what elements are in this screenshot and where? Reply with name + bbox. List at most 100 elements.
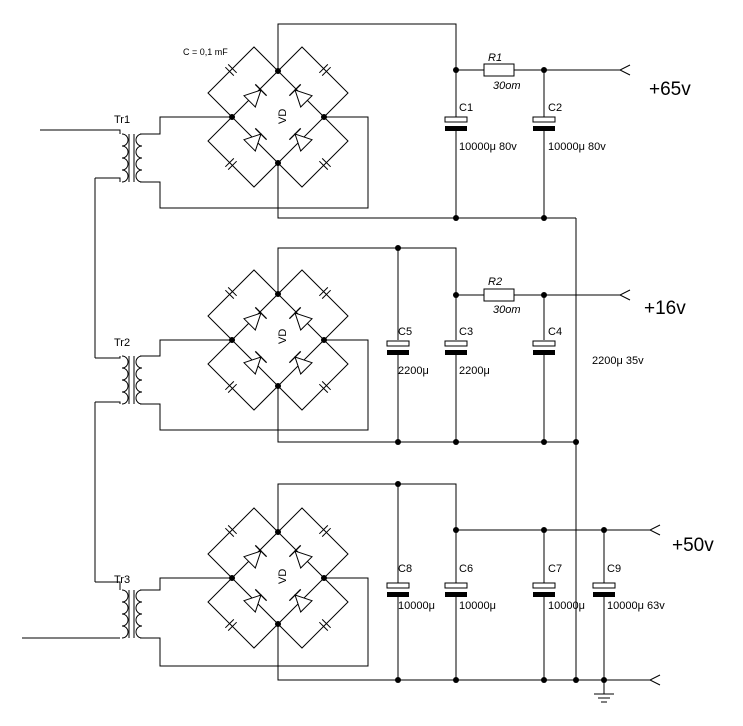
diode-bar (288, 588, 302, 602)
ground-rail (277, 624, 650, 681)
junction-dot (541, 677, 547, 683)
c8-value: 10000μ (398, 600, 435, 612)
c7-ref: C7 (548, 563, 562, 575)
resistor-body (483, 288, 515, 302)
diode (288, 306, 313, 331)
diode-body (243, 356, 262, 375)
secondary-coil-turn (135, 157, 143, 171)
diode-bar (254, 306, 268, 320)
bypass-capacitor (318, 286, 332, 300)
primary-coil-turn (121, 133, 129, 147)
output-terminal-arrow (618, 289, 631, 301)
bypass-capacitor (318, 63, 332, 77)
c1-value: 10000μ 80v (459, 141, 517, 153)
junction-dot (229, 337, 235, 343)
junction-dot (321, 337, 327, 343)
output-terminal-arrow (648, 674, 661, 686)
secondary-coil-turn (135, 145, 143, 159)
junction-dot (601, 677, 607, 683)
secondary-coil-turn (135, 169, 143, 183)
c5-value: 2200μ (398, 365, 429, 377)
output-terminal-arrow (618, 64, 631, 76)
junction-dot (573, 439, 579, 445)
diode-body (294, 312, 313, 331)
c4-value: 2200μ 35v (592, 355, 644, 367)
secondary-coil-turn (135, 613, 143, 627)
junction-dot (229, 575, 235, 581)
capacitor-plate-positive (444, 340, 468, 347)
output-terminal-arrow (648, 524, 661, 536)
resistor (483, 288, 515, 302)
transformer (121, 133, 143, 183)
junction-dot (275, 68, 281, 74)
diode (288, 544, 313, 569)
diode-bar (288, 83, 302, 97)
r1-ref: R1 (488, 52, 502, 64)
primary-lead (40, 129, 121, 134)
junction-dot (541, 292, 547, 298)
diode-body (294, 89, 313, 108)
primary-coil-turn (121, 613, 129, 627)
output-50v: +50v (672, 535, 714, 556)
rectifier-bridges (207, 46, 349, 649)
diode (243, 350, 268, 375)
electrolytic-capacitor (532, 582, 556, 597)
capacitor-plate-negative (387, 592, 409, 597)
ground-rail (277, 386, 576, 443)
capacitor-plate-positive (444, 582, 468, 589)
junction-dot (275, 291, 281, 297)
electrolytic-capacitor (592, 582, 616, 597)
c7-value: 10000μ (548, 600, 585, 612)
c6-ref: C6 (459, 563, 473, 575)
secondary-coil-turn (135, 625, 143, 639)
diode-bar (254, 83, 268, 97)
tr2-label: Tr2 (114, 337, 130, 349)
capacitors (386, 116, 616, 597)
secondary-coil-turn (135, 367, 143, 381)
primary-coil-turn (121, 355, 129, 369)
junction-dot (275, 383, 281, 389)
primary-link (95, 356, 121, 359)
diode (288, 350, 313, 375)
transformer (121, 355, 143, 405)
electrolytic-capacitor (444, 340, 468, 355)
junction-dot (453, 439, 459, 445)
output-16v: +16v (644, 298, 686, 319)
positive-rail (277, 247, 457, 295)
diode-bar (254, 350, 268, 364)
resistor-body (483, 63, 515, 77)
diode (288, 588, 313, 613)
diode-bar (254, 588, 268, 602)
diode-bar (288, 306, 302, 320)
junction-dot (541, 215, 547, 221)
capacitor-plate-negative (533, 592, 555, 597)
diode-body (294, 356, 313, 375)
diode (243, 588, 268, 613)
transformer (121, 589, 143, 639)
tr1-label: Tr1 (114, 114, 130, 126)
electrolytic-capacitor (532, 340, 556, 355)
junction-dot (453, 527, 459, 533)
secondary-coil-turn (135, 133, 143, 147)
c9-value: 10000μ 63v (607, 600, 665, 612)
secondary-coil-turn (135, 601, 143, 615)
c1-ref: C1 (459, 102, 473, 114)
diode (243, 544, 268, 569)
secondary-lead (140, 339, 232, 357)
diode-bar (254, 544, 268, 558)
electrolytic-capacitor (444, 116, 468, 131)
primary-coil-turn (121, 601, 129, 615)
bridge3-label: VD (277, 569, 289, 584)
output-65v: +65v (649, 79, 691, 100)
primary-coil-turn (121, 379, 129, 393)
diode-body (243, 89, 262, 108)
junction-dot (229, 114, 235, 120)
resistors (483, 63, 515, 302)
bypass-capacitor (224, 157, 238, 171)
primary-coil-turn (121, 145, 129, 159)
bypass-capacitor (318, 380, 332, 394)
diode-bar (254, 127, 268, 141)
primary-coil-turn (121, 169, 129, 183)
bypass-capacitor (318, 618, 332, 632)
positive-rail (277, 23, 457, 71)
